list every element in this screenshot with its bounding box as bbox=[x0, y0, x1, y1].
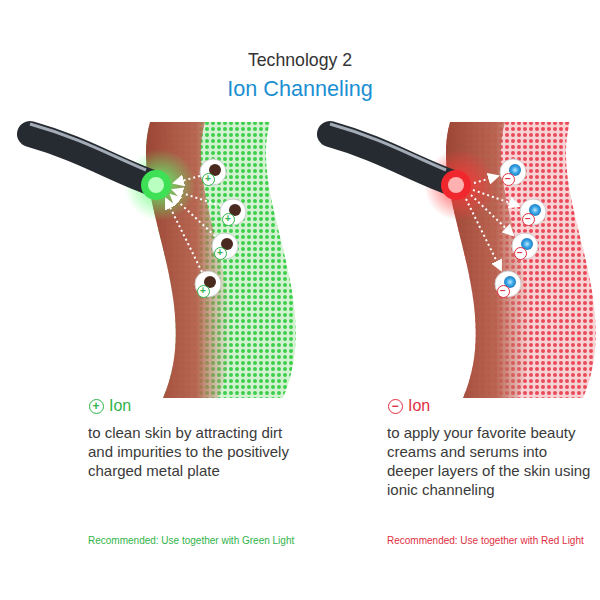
device-highlight bbox=[30, 124, 146, 170]
ion-icon: + bbox=[89, 399, 104, 414]
ion-sign: − bbox=[514, 247, 527, 260]
left-illustration bbox=[30, 122, 296, 398]
ion-icon: − bbox=[388, 399, 403, 414]
ion-sign: + bbox=[214, 247, 227, 260]
attraction-arrows bbox=[166, 176, 221, 272]
device-head-core bbox=[448, 177, 464, 193]
device-head-core bbox=[148, 177, 164, 193]
right-illustration bbox=[330, 122, 596, 398]
ion-sign: − bbox=[502, 173, 515, 186]
ion-sign: + bbox=[197, 285, 210, 298]
subtitle: Ion Channeling bbox=[0, 76, 600, 102]
recommendation: Recommended: Use together with Green Lig… bbox=[88, 535, 294, 546]
device-handle bbox=[330, 134, 450, 182]
ion-sign: + bbox=[202, 173, 215, 186]
device-head bbox=[441, 170, 471, 200]
ion-sign: − bbox=[522, 213, 535, 226]
ion-heading: Ion bbox=[109, 397, 131, 415]
description: to clean skin by attracting dirt and imp… bbox=[88, 423, 302, 480]
device-handle bbox=[30, 134, 150, 182]
positive-ions bbox=[195, 159, 246, 297]
ion-heading: Ion bbox=[408, 397, 430, 415]
description: to apply your favorite beauty creams and… bbox=[387, 423, 592, 499]
title: Technology 2 bbox=[0, 50, 600, 71]
ion-sign: + bbox=[222, 213, 235, 226]
ion-sign: − bbox=[497, 285, 510, 298]
negative-ions bbox=[495, 159, 546, 297]
recommendation: Recommended: Use together with Red Light bbox=[387, 535, 584, 546]
device-head bbox=[141, 170, 171, 200]
push-arrows bbox=[466, 176, 519, 270]
device-highlight bbox=[330, 124, 446, 170]
